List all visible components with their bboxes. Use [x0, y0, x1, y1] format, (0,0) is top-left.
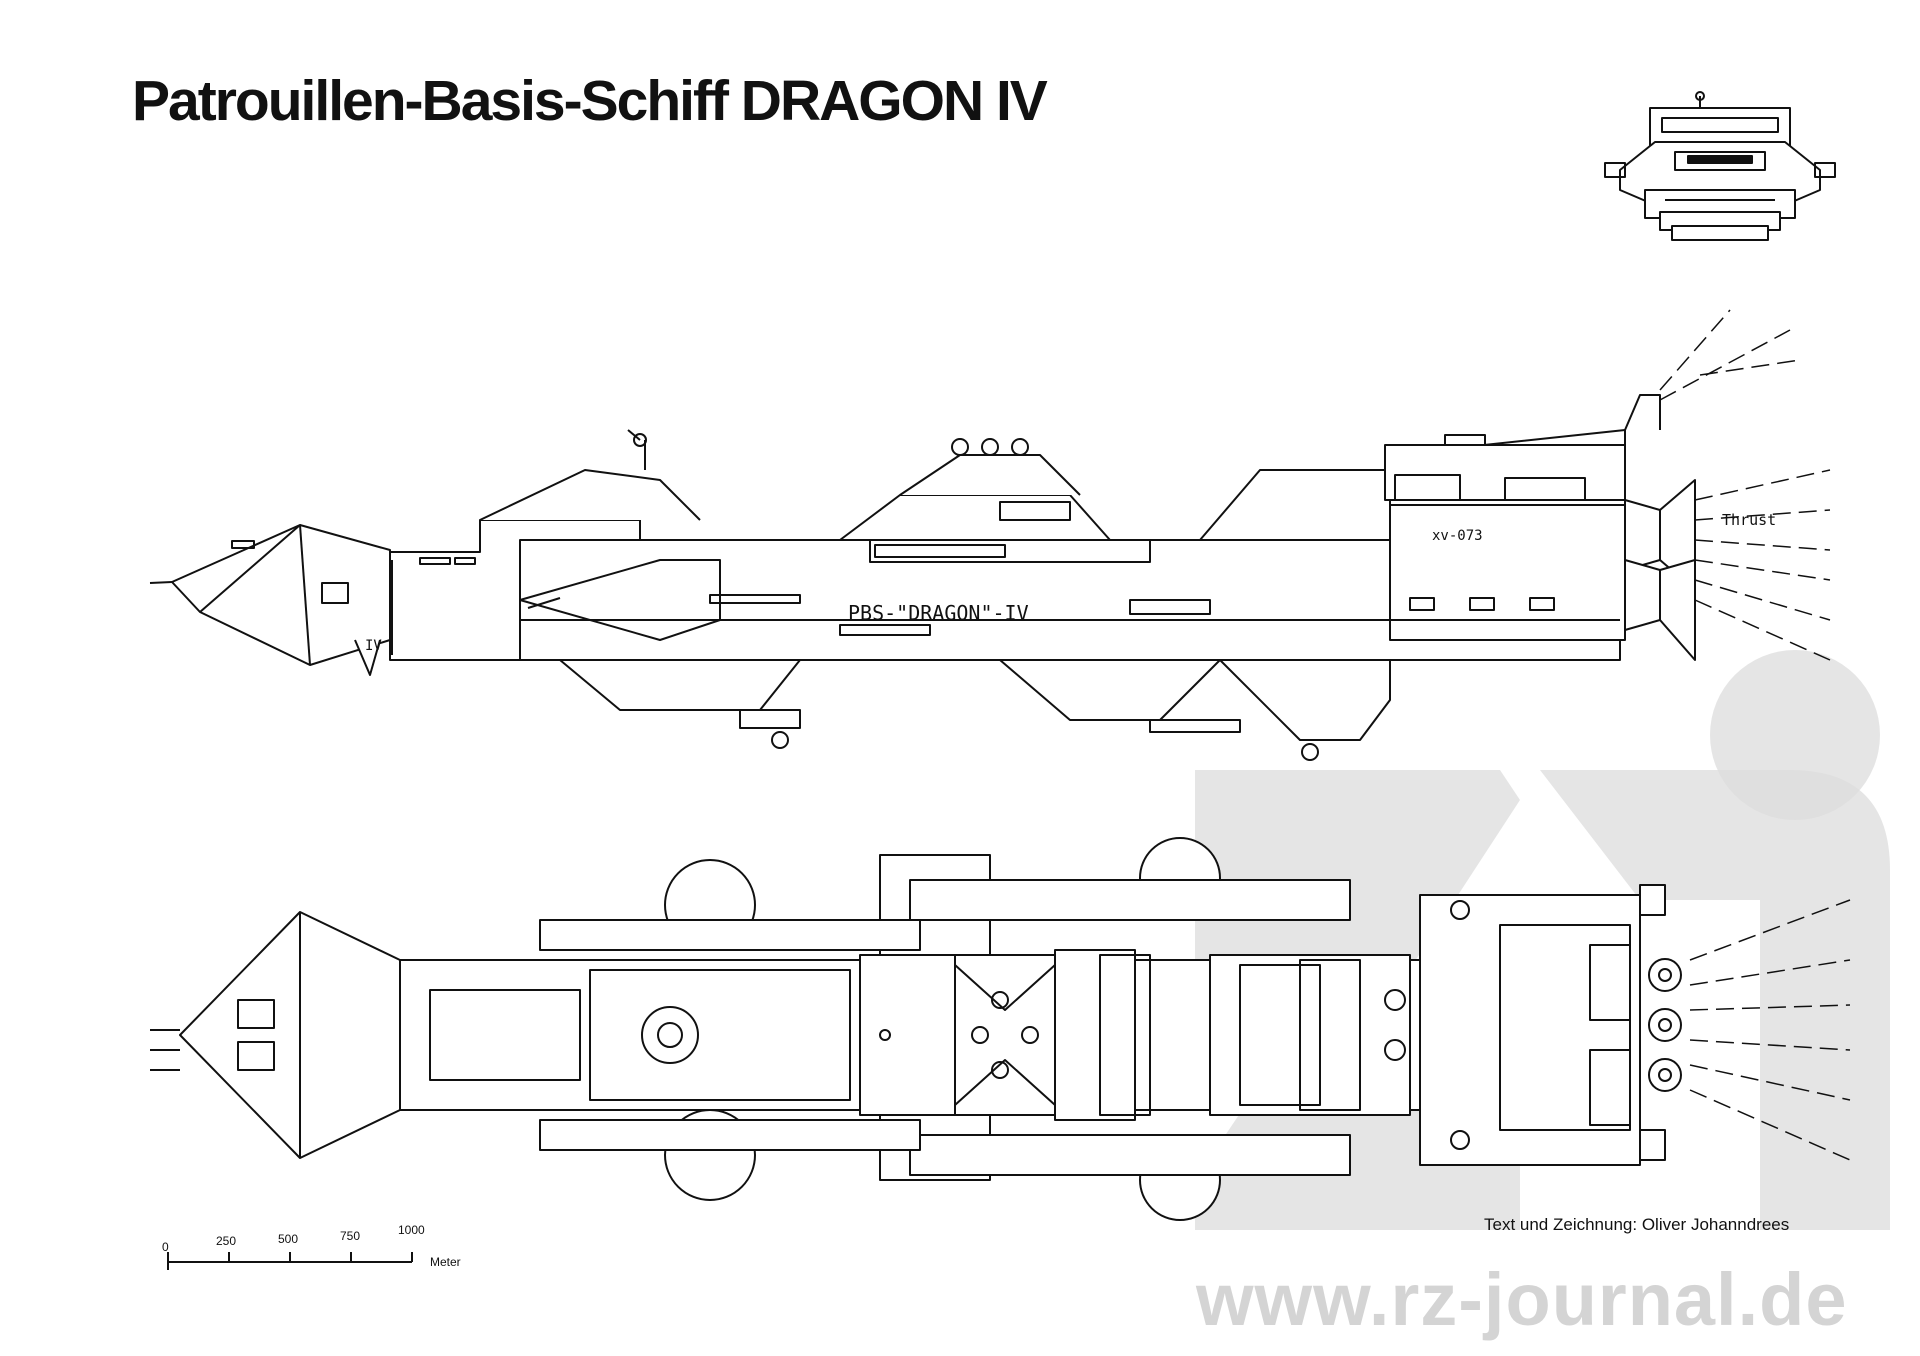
watermark-url: www.rz-journal.de — [1196, 1258, 1848, 1341]
scale-tick-250: 250 — [216, 1234, 236, 1248]
top-view — [150, 837, 1851, 1221]
bow-mark-label: IV — [365, 638, 382, 654]
thrust-label: Thrust — [1722, 511, 1776, 529]
side-view: PBS-"DRAGON"-IV xv-073 IV Thrust — [149, 309, 1831, 761]
scale-tick-750: 750 — [340, 1229, 360, 1243]
registry-label: xv-073 — [1432, 528, 1483, 544]
page-title: Patrouillen-Basis-Schiff DRAGON IV — [132, 69, 1048, 133]
scale-tick-500: 500 — [278, 1232, 298, 1246]
credit-line: Text und Zeichnung: Oliver Johanndrees — [1484, 1215, 1790, 1234]
hull-name-label: PBS-"DRAGON"-IV — [848, 601, 1029, 625]
front-view — [1604, 91, 1836, 241]
scale-tick-0: 0 — [162, 1240, 169, 1254]
scale-tick-1000: 1000 — [398, 1223, 425, 1237]
scale-bar: 0 250 500 750 1000 Meter — [162, 1223, 461, 1270]
scale-unit: Meter — [430, 1255, 461, 1269]
